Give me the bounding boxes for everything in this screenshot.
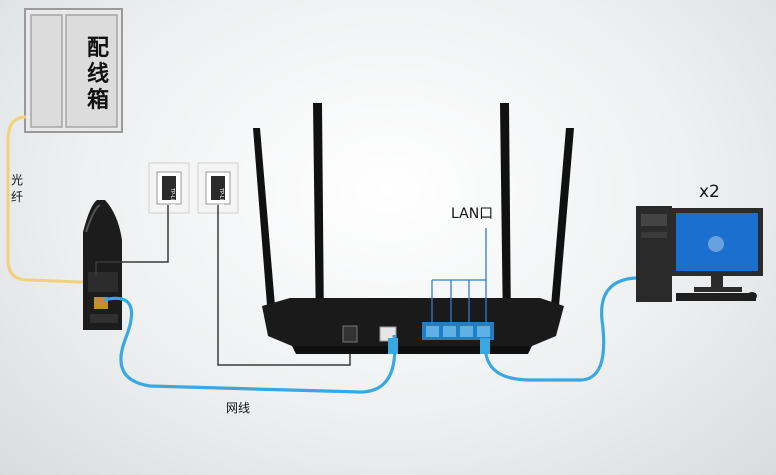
optical-modem (83, 200, 122, 330)
lan-callout-lines (431, 228, 487, 326)
fiber-label: 光纤 (11, 173, 24, 204)
outlet-brand-right: TP-LINK (218, 187, 224, 208)
modem-power-cable (95, 205, 169, 276)
ethernet-plug-wan (388, 338, 398, 354)
ethernet-plug-lan (480, 338, 490, 354)
desktop-computer (636, 206, 763, 302)
power-outlets (148, 162, 239, 214)
ethernet-cable-modem-to-router (103, 296, 397, 394)
lan-port-label: LAN口 (451, 206, 494, 222)
outlet-brand-left: TP-LINK (169, 187, 175, 208)
wireless-router (253, 103, 574, 354)
distribution-cabinet (24, 8, 123, 133)
cabinet-label: 配线箱 (86, 36, 109, 113)
network-cable-label: 网线 (226, 401, 251, 415)
pc-count-label: x2 (699, 182, 720, 202)
ethernet-cable-router-to-pc (483, 276, 637, 382)
